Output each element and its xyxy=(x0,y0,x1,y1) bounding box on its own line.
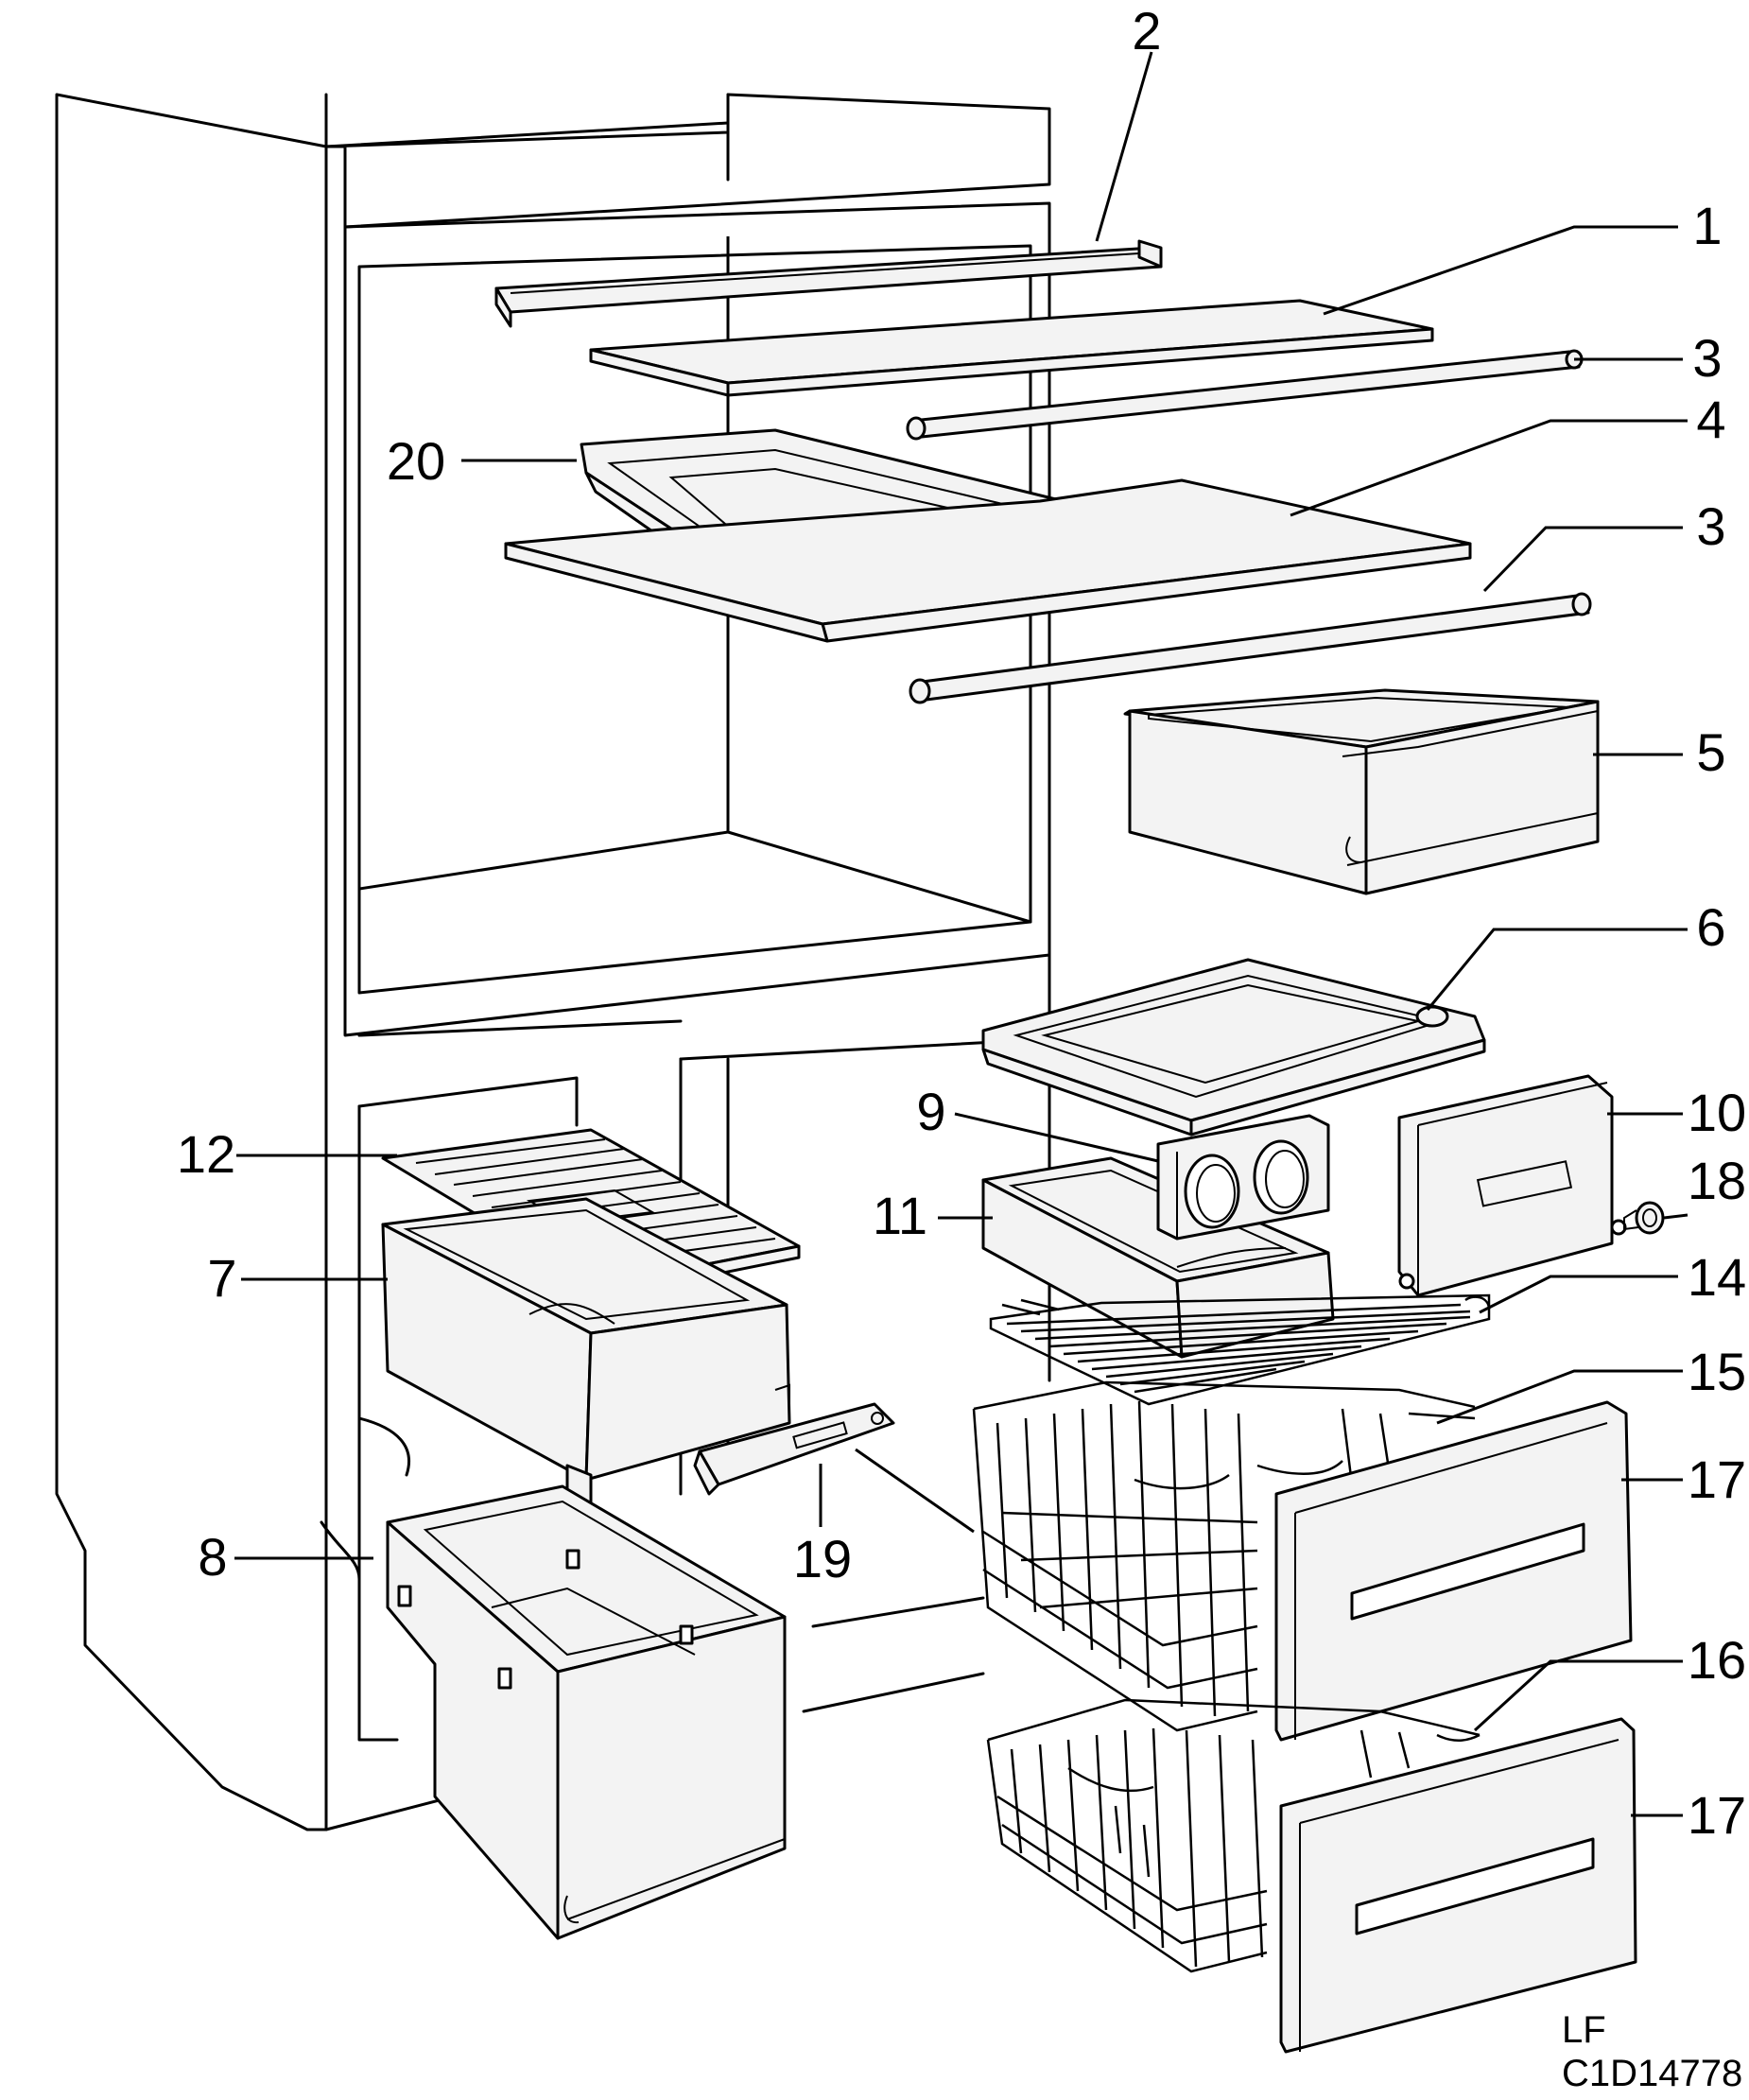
part-19-control-bar xyxy=(693,1402,895,1496)
callout-4: 4 xyxy=(1696,390,1725,449)
part-14-wire-shelf xyxy=(989,1293,1491,1406)
part-2-trim-strip xyxy=(494,239,1163,328)
callout-18: 18 xyxy=(1688,1151,1746,1210)
callout-17-lower: 17 xyxy=(1688,1785,1746,1845)
part-15-upper-basket xyxy=(972,1380,1476,1732)
callout-2: 2 xyxy=(1132,1,1161,61)
part-9-control-housing xyxy=(1156,1114,1330,1241)
callout-12: 12 xyxy=(177,1124,235,1184)
part-1-glass-shelf xyxy=(589,299,1434,397)
callout-14: 14 xyxy=(1688,1247,1746,1307)
part-10-cover-panel xyxy=(1397,1074,1627,1297)
part-16-lower-basket xyxy=(986,1698,1481,1973)
part-17-lower-drawer-front xyxy=(1279,1717,1637,2054)
part-3-upper-rail xyxy=(906,349,1584,441)
callout-9: 9 xyxy=(916,1082,945,1141)
refrigerator-cabinet xyxy=(55,93,1051,1831)
callout-7: 7 xyxy=(207,1248,236,1308)
part-18-knob xyxy=(1623,1201,1665,1235)
callout-15: 15 xyxy=(1688,1342,1746,1401)
part-3-lower-rail xyxy=(909,592,1592,704)
callout-10: 10 xyxy=(1688,1083,1746,1142)
callout-numbers: 2 1 3 4 20 3 5 6 9 10 12 18 11 7 14 15 1… xyxy=(177,1,1746,1845)
part-8-large-bin xyxy=(386,1484,787,1940)
part-5-crisper-box xyxy=(1123,688,1600,895)
leader-lines xyxy=(234,51,1688,1817)
callout-5: 5 xyxy=(1696,722,1725,782)
callout-16: 16 xyxy=(1688,1630,1746,1690)
callout-3-upper: 3 xyxy=(1692,328,1722,388)
drawing-code-line-1: LF xyxy=(1562,2009,1606,2051)
callout-19: 19 xyxy=(793,1529,852,1588)
part-7-freezer-box xyxy=(381,1197,791,1505)
callout-11: 11 xyxy=(873,1186,927,1245)
callout-3-lower: 3 xyxy=(1696,496,1725,556)
callout-8: 8 xyxy=(198,1527,227,1587)
callout-1: 1 xyxy=(1692,196,1722,255)
part-4-glass-shelf xyxy=(504,478,1472,643)
part-6-cover-plate xyxy=(981,958,1486,1137)
drawing-code: LF C1D14778 xyxy=(1562,2009,1742,2094)
drawing-code-line-2: C1D14778 xyxy=(1562,2053,1742,2094)
callout-20: 20 xyxy=(387,431,445,491)
part-11-tray-box xyxy=(981,1156,1335,1359)
part-17-upper-drawer-front xyxy=(1274,1400,1633,1742)
callout-6: 6 xyxy=(1696,897,1725,957)
callout-17-upper: 17 xyxy=(1688,1449,1746,1509)
